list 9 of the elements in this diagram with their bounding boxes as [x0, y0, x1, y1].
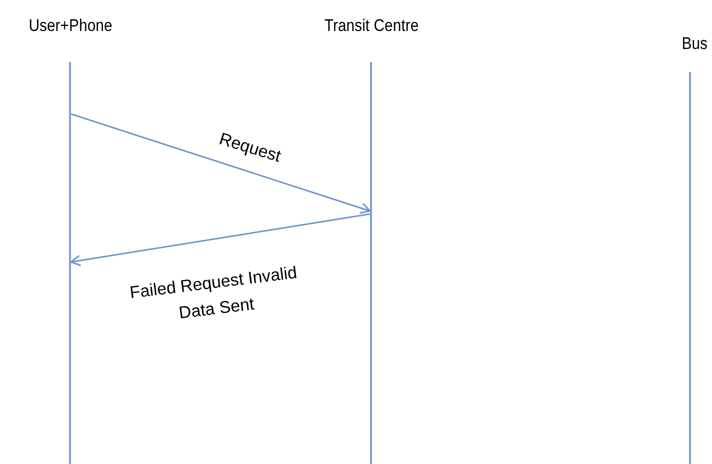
edge-label: Failed Request Invalid Data Sent — [128, 262, 299, 324]
lifeline — [689, 72, 691, 464]
lifeline-title: Bus — [681, 34, 708, 54]
message-arrow — [70, 213, 370, 266]
lifeline-title: Transit Centre — [324, 16, 418, 36]
lifeline — [370, 62, 372, 464]
lifeline — [69, 62, 71, 464]
message-arrow — [70, 113, 371, 214]
lifeline-title: User+Phone — [28, 16, 112, 36]
